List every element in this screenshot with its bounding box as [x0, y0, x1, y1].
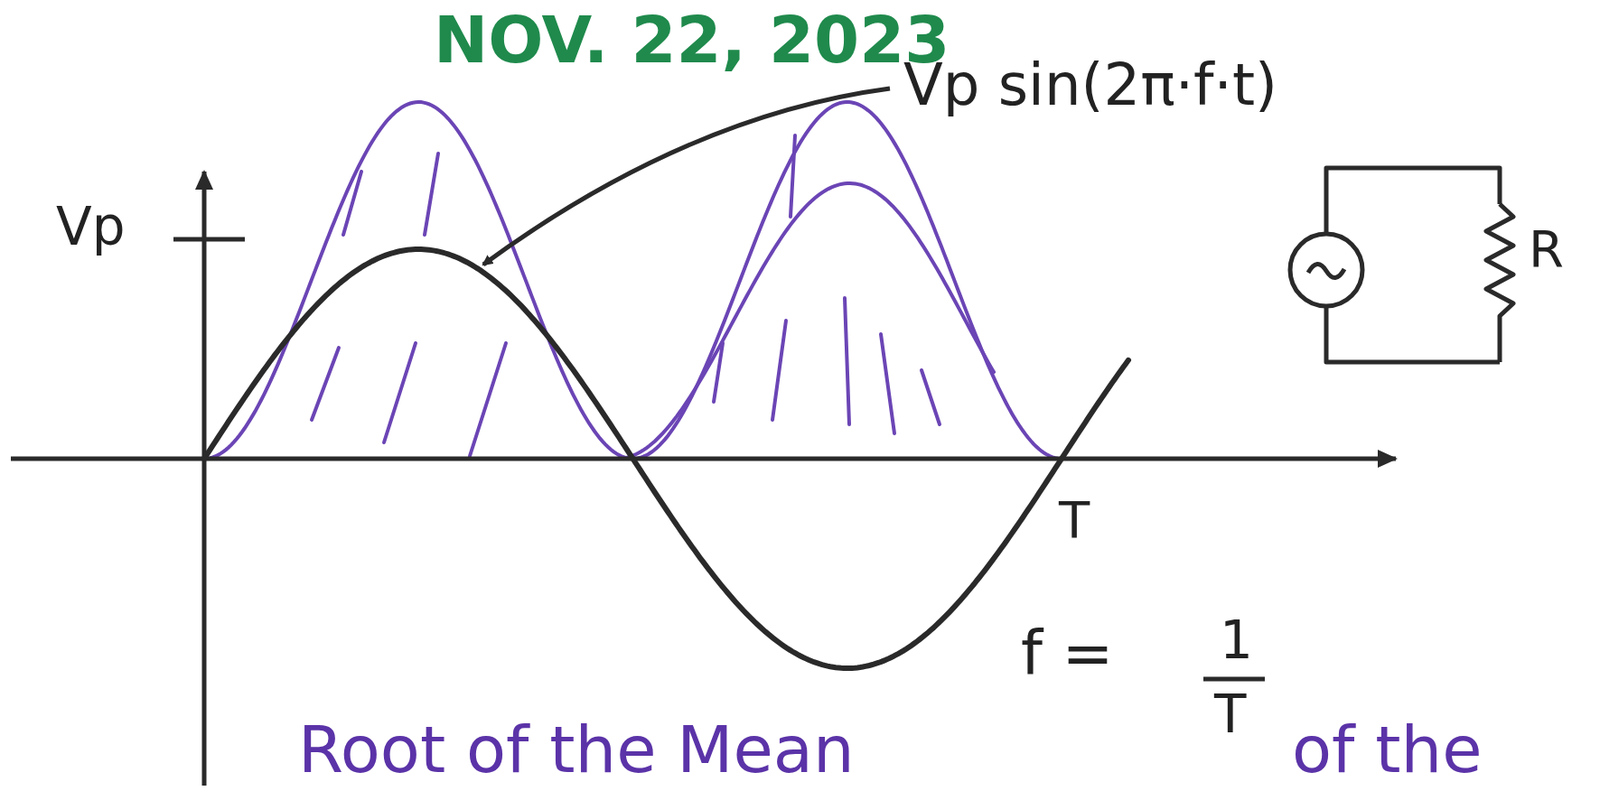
- hatch-line: [790, 135, 796, 217]
- hatch-line: [343, 171, 362, 235]
- hatch-line: [844, 298, 850, 425]
- hatching: [311, 135, 940, 457]
- hatch-line: [880, 334, 895, 434]
- hatch-line: [772, 320, 786, 421]
- fraction-bar: [1203, 677, 1265, 683]
- sine-wave: [204, 249, 1129, 669]
- note-text: of the: [1291, 717, 1482, 783]
- date-note: NOV. 22, 2023: [433, 7, 950, 73]
- circuit: [1290, 168, 1514, 363]
- squared-wave: [204, 102, 1061, 459]
- callout-arrow: [483, 88, 890, 265]
- ac-tilde: [1308, 263, 1345, 278]
- resistor-label: R: [1528, 224, 1564, 275]
- wire: [1326, 168, 1500, 234]
- hatch-line: [921, 370, 940, 425]
- hatch-line: [383, 343, 416, 443]
- peak-tick: [173, 237, 245, 243]
- note-text: Root of the Mean: [298, 717, 855, 783]
- hatch-line: [311, 347, 339, 421]
- resistor-symbol: [1486, 204, 1514, 363]
- hatch-line: [469, 343, 506, 457]
- hatch-line: [424, 153, 439, 235]
- wire: [1326, 306, 1500, 363]
- vertical-axis: [202, 171, 207, 786]
- peak-label: Vp: [56, 200, 126, 253]
- formula-label: f =: [1020, 623, 1114, 685]
- squared-wave-inner: [617, 183, 994, 459]
- time-axis: [10, 457, 1396, 462]
- fraction-denominator: T: [1214, 688, 1246, 741]
- ac-source-symbol: [1290, 233, 1363, 307]
- fraction-numerator: 1: [1219, 614, 1254, 667]
- hatch-line: [713, 343, 723, 403]
- formula-label: Vp sin(2π·f·t): [903, 56, 1278, 114]
- period-label: T: [1058, 495, 1090, 546]
